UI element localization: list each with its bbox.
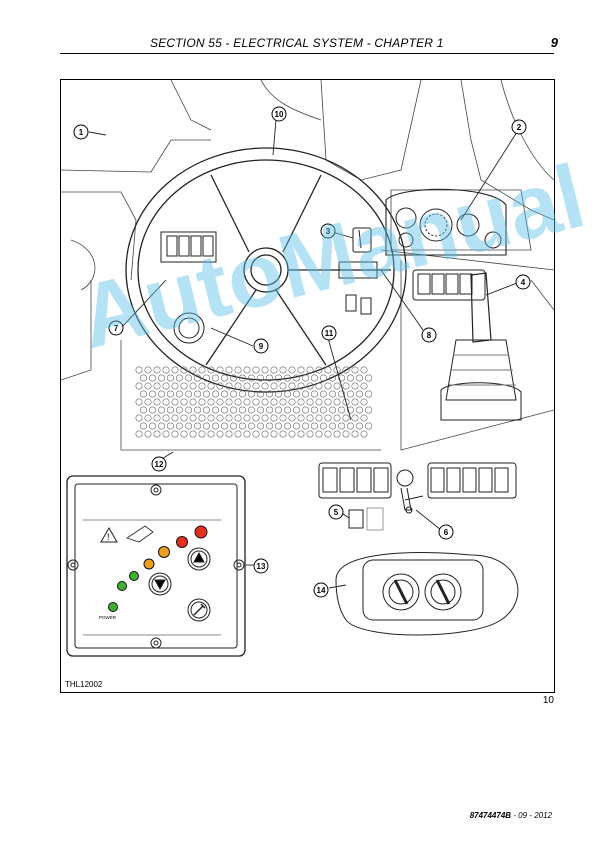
part-number: 87474474B bbox=[469, 811, 512, 820]
callout-label-11: 11 bbox=[325, 329, 334, 338]
callout-7 bbox=[108, 320, 124, 336]
callout-label-10: 10 bbox=[275, 110, 284, 119]
steering-switch-block bbox=[160, 231, 217, 263]
callout-4 bbox=[515, 274, 531, 290]
callout-12 bbox=[151, 456, 167, 472]
figure-number: 10 bbox=[542, 695, 554, 706]
steering-wheel bbox=[125, 147, 407, 393]
callout-label-8: 8 bbox=[427, 331, 432, 340]
right-switch-panel bbox=[412, 269, 486, 301]
callout-1 bbox=[73, 124, 89, 140]
power-led-label: POWER bbox=[99, 615, 117, 620]
callout-label-1: 1 bbox=[79, 128, 84, 137]
callout-label-3: 3 bbox=[326, 227, 331, 236]
publication-date: - 09 - 2012 bbox=[513, 811, 552, 820]
callout-label-7: 7 bbox=[114, 324, 119, 333]
led-control-panel: ! bbox=[66, 475, 246, 657]
section-title: SECTION 55 - ELECTRICAL SYSTEM - CHAPTER… bbox=[150, 36, 444, 50]
column-key-switch bbox=[352, 227, 372, 253]
joystick bbox=[440, 272, 522, 421]
round-socket bbox=[173, 312, 205, 344]
callout-label-4: 4 bbox=[521, 278, 526, 287]
callout-label-6: 6 bbox=[444, 528, 449, 537]
callout-14 bbox=[313, 582, 329, 598]
callout-9 bbox=[253, 338, 269, 354]
callout-label-13: 13 bbox=[257, 562, 266, 571]
centre-switches bbox=[338, 261, 378, 315]
cab-controls-figure: ! bbox=[60, 79, 555, 693]
instrument-cluster bbox=[385, 188, 507, 256]
cab-illustration: ! bbox=[61, 80, 554, 657]
callout-13 bbox=[253, 558, 269, 574]
callout-label-5: 5 bbox=[334, 508, 339, 517]
page-footer: 87474474B - 09 - 2012 bbox=[470, 811, 552, 820]
ignition-key-5 bbox=[396, 469, 424, 514]
switch-group-4 bbox=[318, 462, 392, 531]
callout-6 bbox=[438, 524, 454, 540]
callout-label-14: 14 bbox=[317, 586, 326, 595]
page-number: 9 bbox=[550, 35, 558, 50]
callout-10 bbox=[271, 106, 287, 122]
callout-2 bbox=[511, 119, 527, 135]
cab-structure bbox=[61, 80, 554, 451]
callout-label-9: 9 bbox=[259, 342, 264, 351]
heater-control-14 bbox=[335, 552, 519, 636]
callout-11 bbox=[321, 325, 337, 341]
figure-code: THL12002 bbox=[65, 680, 103, 689]
callout-3 bbox=[320, 223, 336, 239]
callout-5 bbox=[328, 504, 344, 520]
floor-mat-pattern bbox=[135, 366, 372, 438]
switch-group-right bbox=[427, 462, 517, 499]
callout-label-2: 2 bbox=[517, 123, 522, 132]
svg-text:!: ! bbox=[107, 532, 110, 542]
callout-8 bbox=[421, 327, 437, 343]
callout-label-12: 12 bbox=[155, 460, 164, 469]
header-divider bbox=[60, 53, 554, 54]
